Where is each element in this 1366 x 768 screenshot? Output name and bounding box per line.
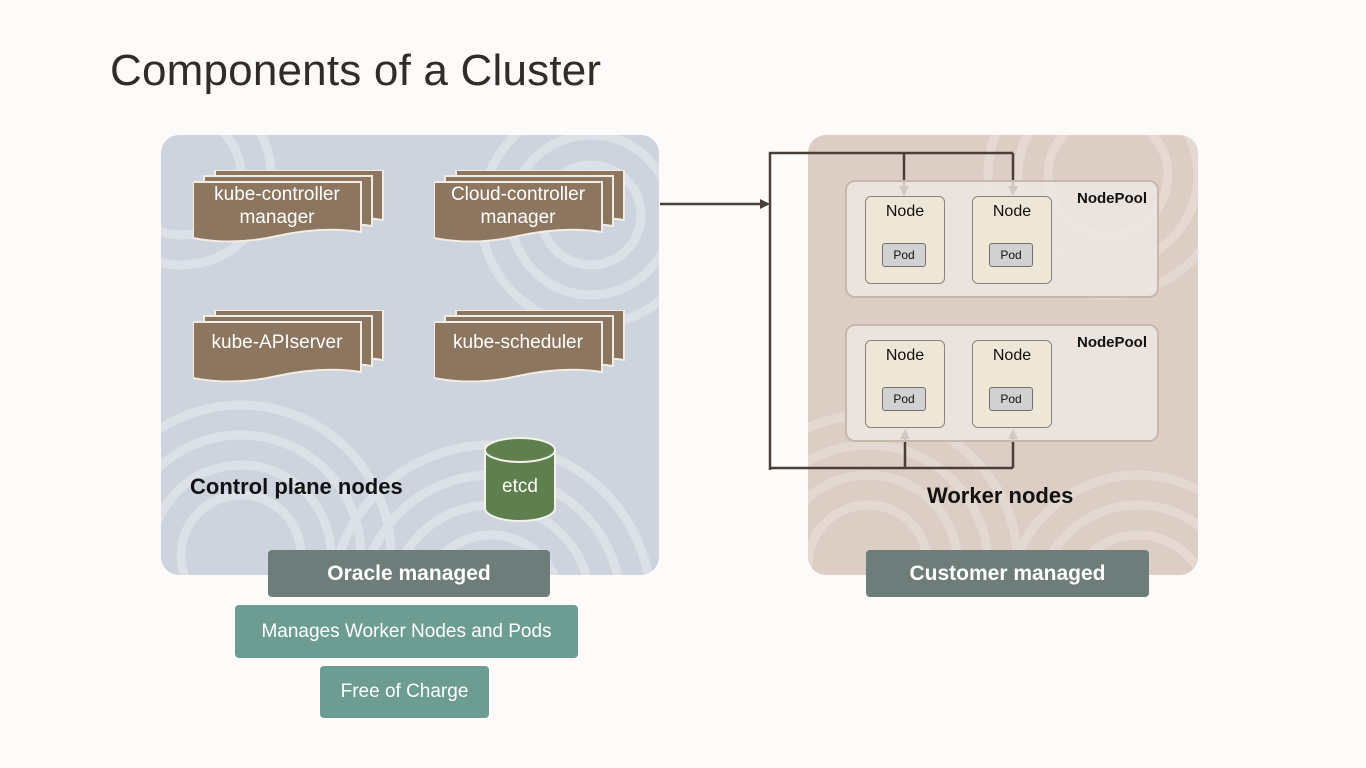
kube-apiserver: kube-APIserver (193, 310, 384, 383)
nodepool-1: NodePool Node Pod Node Pod (845, 180, 1159, 298)
component-label-line1: kube-APIserver (211, 331, 343, 353)
pod-box: Pod (989, 243, 1033, 267)
control-plane-label: Control plane nodes (190, 474, 403, 499)
oracle-managed-badge: Oracle managed (268, 550, 550, 597)
pod-box: Pod (989, 387, 1033, 411)
slide-title: Components of a Cluster (110, 46, 602, 95)
node-box: Node Pod (972, 196, 1052, 284)
node-label: Node (885, 203, 925, 220)
component-label-line1: kube-controller (214, 184, 340, 205)
node-label: Node (885, 347, 925, 364)
pod-box: Pod (882, 387, 926, 411)
nodepool-2: NodePool Node Pod Node Pod (845, 324, 1159, 442)
node-label: Node (992, 347, 1032, 364)
component-label-line1: Cloud-controller (450, 184, 586, 205)
free-of-charge-note: Free of Charge (320, 666, 489, 718)
nodepool-label: NodePool (1077, 334, 1147, 351)
etcd-label: etcd (502, 476, 538, 497)
etcd-database-icon (484, 437, 556, 522)
component-label-line1: kube-scheduler (453, 331, 583, 353)
node-label: Node (992, 203, 1032, 220)
nodepool-label: NodePool (1077, 190, 1147, 207)
component-label-line2: manager (239, 207, 315, 228)
component-label-line2: manager (480, 207, 556, 228)
node-box: Node Pod (865, 196, 945, 284)
node-box: Node Pod (865, 340, 945, 428)
customer-managed-badge: Customer managed (866, 550, 1149, 597)
manages-worker-nodes-note: Manages Worker Nodes and Pods (235, 605, 578, 658)
node-box: Node Pod (972, 340, 1052, 428)
worker-nodes-label: Worker nodes (927, 483, 1074, 508)
pod-box: Pod (882, 243, 926, 267)
kube-scheduler: kube-scheduler (434, 310, 625, 383)
